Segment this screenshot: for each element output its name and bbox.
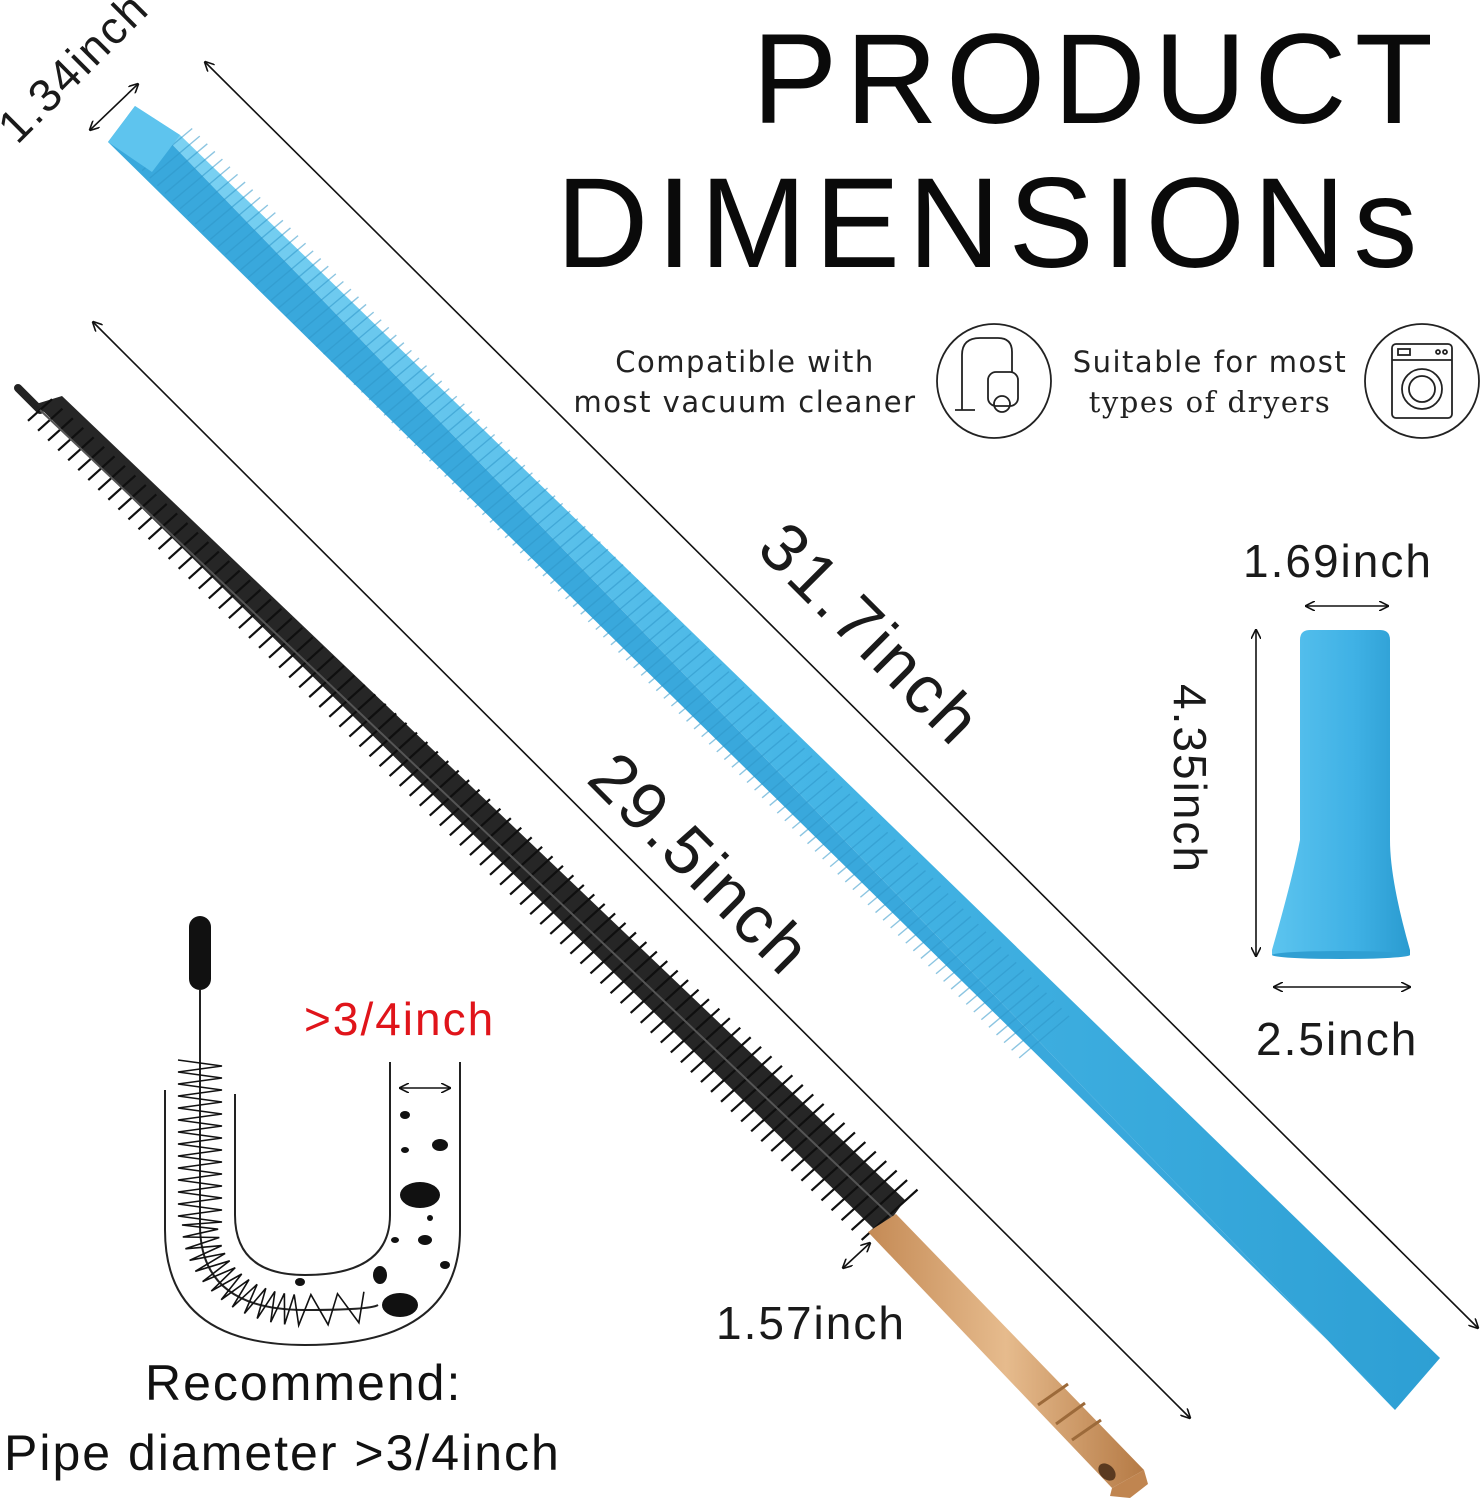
wooden-handle: [868, 1214, 1148, 1498]
feature-vacuum-text: Compatible with most vacuum cleaner: [560, 342, 930, 422]
blue-adapter: [1272, 630, 1410, 959]
feature-dryer-line1: Suitable for most: [1072, 345, 1348, 379]
washing-machine-icon: [1364, 323, 1480, 439]
page-title-line1: PRODUCT: [752, 8, 1441, 151]
feature-vacuum-line2: most vacuum cleaner: [573, 385, 917, 419]
adapter-top-label: 1.69inch: [1243, 535, 1433, 587]
recommend-pipe-diameter: Pipe diameter >3/4inch: [4, 1425, 561, 1481]
feature-dryer-line2: types of dryers: [1088, 385, 1332, 419]
pipe-gap-label: >3/4inch: [304, 993, 496, 1045]
dimension-arrows: [90, 62, 1478, 1418]
adapter-bottom-label: 2.5inch: [1256, 1013, 1419, 1065]
recommend-heading: Recommend:: [145, 1355, 463, 1411]
pipe-diagram: [164, 916, 461, 1347]
vacuum-cleaner-icon: [936, 323, 1052, 439]
page-title-line2: DIMENSIONs: [556, 152, 1426, 295]
black-brush: [14, 384, 919, 1241]
feature-vacuum-line1: Compatible with: [615, 345, 875, 379]
feature-dryer-text: Suitable for most types of dryers: [1060, 342, 1360, 422]
brush-diameter-label: 1.57inch: [716, 1297, 906, 1349]
blue-tube: [108, 106, 1440, 1410]
adapter-height-label: 4.35inch: [1163, 684, 1216, 874]
